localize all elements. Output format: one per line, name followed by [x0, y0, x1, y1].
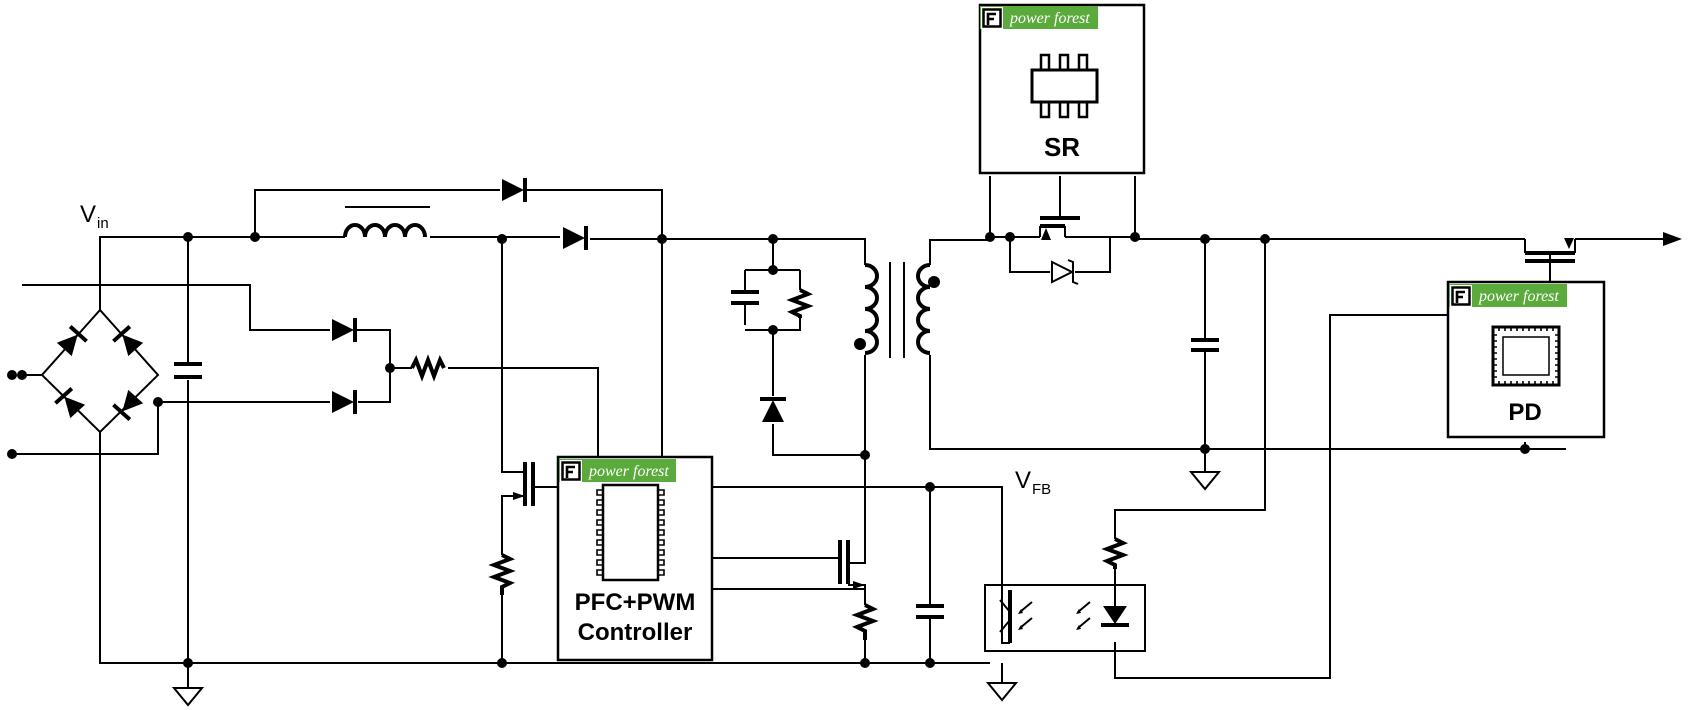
flyback-transformer	[854, 262, 940, 358]
vin-label-sub: in	[97, 215, 109, 232]
diode-clamp	[760, 397, 786, 422]
ground-left	[171, 687, 205, 707]
diode-bypass	[502, 178, 527, 202]
controller-title-line2: Controller	[578, 619, 693, 646]
controller-brand-banner	[559, 459, 676, 482]
ground-output	[1188, 471, 1222, 491]
pd-package-icon	[1491, 325, 1561, 387]
mosfet-pfc	[513, 462, 558, 506]
diode-sense-top	[332, 318, 357, 342]
resistor-main-source	[851, 603, 879, 640]
pd-chip: power forest PD	[1446, 280, 1606, 439]
bridge-rectifier	[40, 308, 160, 434]
capacitor-output	[1191, 338, 1219, 352]
wiring	[12, 176, 1663, 688]
power-forest-logo-icon	[1448, 283, 1474, 309]
output-arrow	[1663, 232, 1682, 246]
resistor-sense	[410, 354, 446, 382]
pd-chip-title: PD	[1508, 399, 1541, 426]
boost-inductor	[343, 206, 430, 238]
resistor-clamp	[786, 288, 814, 318]
power-forest-logo-icon	[979, 5, 1005, 31]
vfb-label-sub: FB	[1032, 481, 1051, 498]
mosfet-sr	[1039, 176, 1080, 240]
ground-vfb	[985, 682, 1019, 702]
controller-title-line1: PFC+PWM	[575, 589, 696, 616]
controller-brand-text: power forest	[588, 463, 669, 480]
vfb-label: V FB	[1015, 467, 1051, 498]
mosfet-output	[1524, 238, 1576, 282]
resistor-pfc-source	[488, 553, 516, 595]
sr-brand-text: power forest	[1009, 10, 1090, 27]
vin-label: V in	[80, 201, 109, 232]
controller-chip: power forest PFC+PWM Controller	[556, 455, 714, 662]
pd-brand-text: power forest	[1478, 288, 1559, 305]
diode-sense-bottom	[332, 390, 357, 414]
zener-diode-body	[1051, 259, 1079, 285]
resistor-opto-led	[1101, 537, 1129, 569]
power-forest-logo-icon	[558, 458, 584, 484]
mosfet-main-switch	[820, 540, 865, 589]
pd-brand-banner	[1449, 284, 1567, 307]
capacitor-bulk	[174, 362, 202, 379]
diode-boost	[563, 226, 588, 250]
capacitor-vfb	[916, 604, 944, 619]
capacitor-clamp	[731, 283, 759, 308]
junction-dots	[7, 232, 1530, 668]
optocoupler	[984, 584, 1146, 652]
vfb-label-main: V	[1015, 467, 1031, 494]
sr-chip: power forest SR	[978, 3, 1146, 175]
controller-package-icon	[596, 483, 665, 582]
vin-label-main: V	[80, 201, 96, 228]
sr-chip-title: SR	[1044, 132, 1080, 162]
sr-brand-banner	[980, 6, 1098, 29]
sr-package-icon	[1030, 53, 1099, 119]
